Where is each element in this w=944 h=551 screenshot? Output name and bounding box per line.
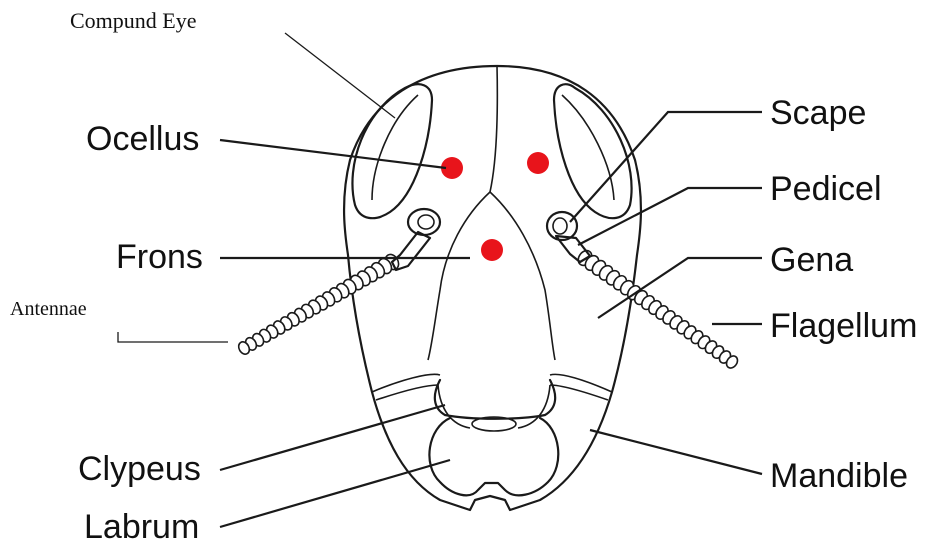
ocellus-marker-right: [527, 152, 549, 174]
leader-compound-eye: [285, 33, 395, 118]
ocellus-marker-median: [481, 239, 503, 261]
head-capsule: [344, 66, 641, 510]
label-pedicel: Pedicel: [770, 170, 882, 208]
leader-mandible: [590, 430, 762, 474]
labrum-shape: [429, 417, 558, 495]
clypeus-shape: [435, 380, 555, 419]
label-scape: Scape: [770, 94, 866, 132]
leader-antennae: [118, 332, 228, 342]
label-mandible: Mandible: [770, 457, 908, 495]
label-gena: Gena: [770, 241, 853, 279]
antenna-right: [575, 248, 739, 370]
leader-labrum: [220, 460, 450, 527]
compound-eye-left: [352, 84, 432, 218]
label-antennae: Antennae: [10, 298, 87, 320]
label-clypeus: Clypeus: [78, 450, 201, 488]
leader-scape: [570, 112, 762, 222]
leader-clypeus: [220, 405, 445, 470]
label-ocellus: Ocellus: [86, 120, 199, 158]
antenna-socket-left: [408, 209, 440, 235]
label-compound-eye: Compund Eye: [70, 8, 197, 33]
compound-eye-right: [554, 84, 632, 218]
antenna-left: [236, 252, 401, 356]
leader-ocellus: [220, 140, 446, 168]
label-flagellum: Flagellum: [770, 307, 917, 345]
label-frons: Frons: [116, 238, 203, 276]
label-labrum: Labrum: [84, 508, 199, 546]
